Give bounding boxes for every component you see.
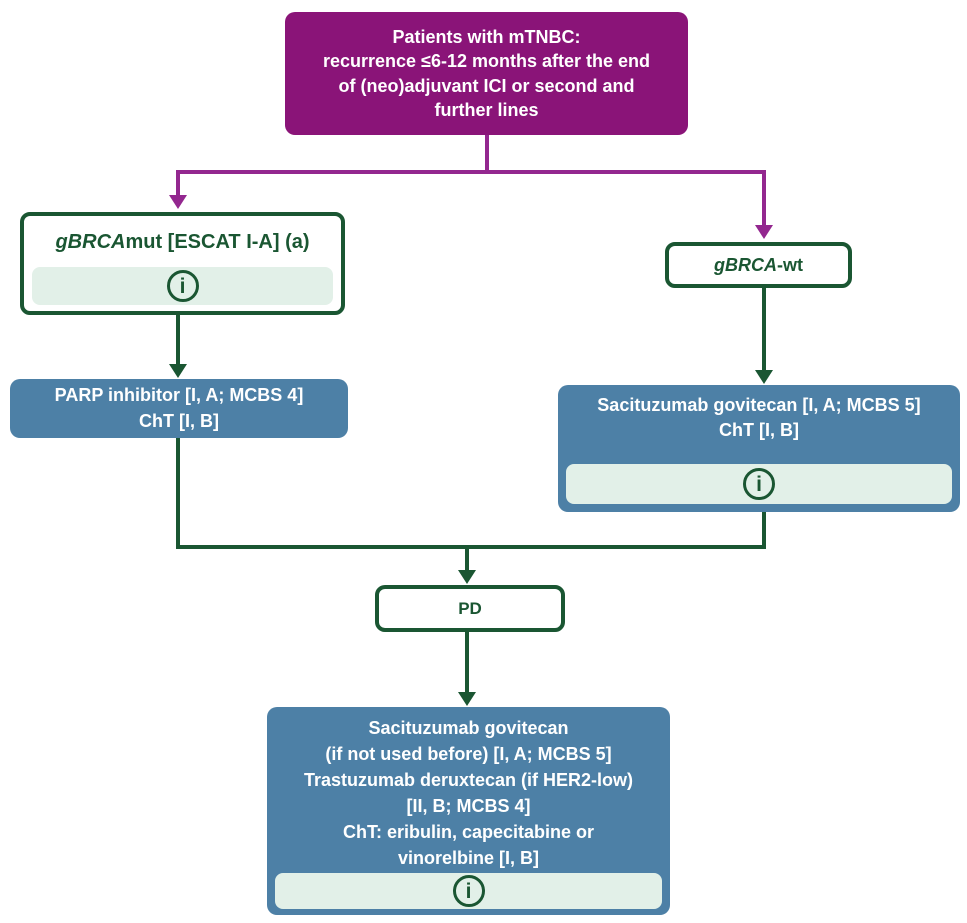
connector-right-branch bbox=[762, 170, 766, 226]
arrowhead-to-gbrca-mut bbox=[169, 195, 187, 209]
gbrca-mut-title-gene: gBRCA bbox=[55, 230, 126, 253]
later-lines-info-strip[interactable]: i bbox=[275, 873, 662, 909]
gbrca-mut-info-strip[interactable]: i bbox=[32, 267, 333, 305]
arrowhead-to-sacituzumab bbox=[755, 370, 773, 384]
info-icon-glyph: i bbox=[756, 472, 762, 496]
connector-sacituzumab-junction bbox=[762, 512, 766, 549]
parp-text: PARP inhibitor [I, A; MCBS 4] ChT [I, B] bbox=[54, 385, 304, 431]
connector-parp-junction bbox=[176, 438, 180, 549]
gbrca-wt-title-gene: gBRCA bbox=[714, 254, 777, 275]
arrowhead-to-parp bbox=[169, 364, 187, 378]
info-icon[interactable]: i bbox=[452, 875, 485, 907]
gbrca-mut-title-rest: mut [ESCAT I-A] (a) bbox=[125, 230, 310, 253]
node-parp-inhibitor: PARP inhibitor [I, A; MCBS 4] ChT [I, B] bbox=[10, 379, 348, 438]
arrowhead-to-pd bbox=[458, 570, 476, 584]
connector-start-stem bbox=[485, 135, 489, 174]
arrowhead-to-laterlines bbox=[458, 692, 476, 706]
pd-label: PD bbox=[458, 598, 482, 618]
info-icon[interactable]: i bbox=[743, 468, 775, 500]
node-start: Patients with mTNBC: recurrence ≤6-12 mo… bbox=[285, 12, 688, 135]
gbrca-wt-title-rest: -wt bbox=[777, 254, 803, 275]
connector-junction-horizontal bbox=[176, 545, 766, 549]
info-icon-glyph: i bbox=[465, 879, 472, 903]
node-pd: PD bbox=[375, 585, 565, 632]
arrowhead-to-gbrca-wt bbox=[755, 225, 773, 239]
connector-junction-pd bbox=[465, 545, 469, 571]
later-lines-text: Sacituzumab govitecan (if not used befor… bbox=[303, 718, 634, 869]
sacituzumab-text: Sacituzumab govitecan [I, A; MCBS 5] ChT… bbox=[597, 395, 921, 441]
gbrca-wt-title: gBRCA-wt bbox=[714, 255, 803, 276]
start-text: Patients with mTNBC: recurrence ≤6-12 mo… bbox=[323, 26, 650, 120]
connector-gbrcawt-sacituzumab bbox=[762, 288, 766, 371]
connector-left-branch bbox=[176, 170, 180, 196]
connector-branch-horizontal bbox=[176, 170, 766, 174]
node-later-lines: Sacituzumab govitecan (if not used befor… bbox=[267, 707, 670, 915]
sacituzumab-info-strip[interactable]: i bbox=[566, 464, 952, 504]
node-gbrca-wt: gBRCA-wt bbox=[665, 242, 852, 288]
info-icon-glyph: i bbox=[179, 274, 186, 298]
info-icon[interactable]: i bbox=[166, 270, 199, 302]
node-sacituzumab: Sacituzumab govitecan [I, A; MCBS 5] ChT… bbox=[558, 385, 960, 512]
connector-gbrcamut-parp bbox=[176, 315, 180, 365]
connector-pd-laterlines bbox=[465, 632, 469, 693]
